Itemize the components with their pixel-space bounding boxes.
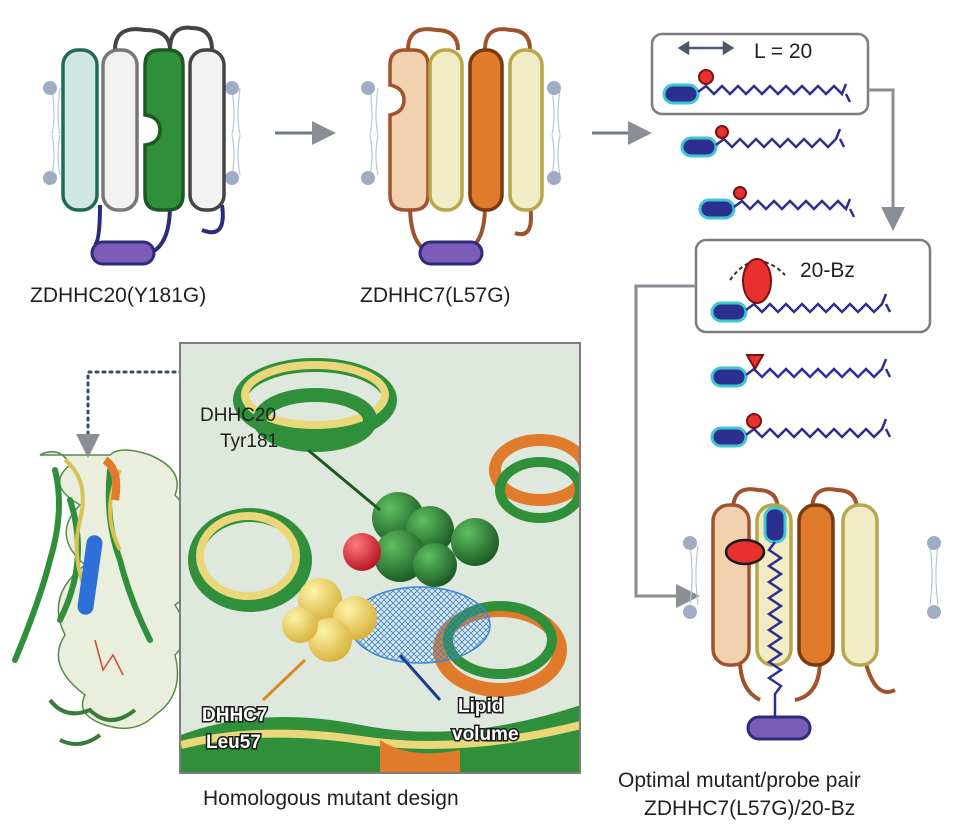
lipid-label-line1: Lipid: [458, 696, 503, 717]
double-arrow-icon: [677, 40, 735, 56]
callout-tyr181: [307, 448, 381, 512]
probe-screen: L = 20 20-Bz: [634, 32, 932, 608]
tm-helix-2: [101, 48, 139, 212]
callout-leu57: [261, 658, 307, 702]
dotted-connector: [76, 370, 184, 458]
zdhhc20-mutant-diagram: ZDHHC20(Y181G): [30, 25, 241, 307]
dhhc20-label-line2: Tyr181: [220, 431, 278, 452]
lipid-heads-top: [43, 81, 239, 185]
membrane-bilayer: [369, 87, 561, 176]
probe-tail: [766, 541, 784, 719]
membrane-bilayer: [51, 87, 241, 176]
tm-helix-4: [188, 48, 226, 212]
tm-helix-1-mutant: [388, 48, 430, 212]
protein-ribbon-thumbnail: [12, 370, 194, 746]
dhhc-linker-box: [746, 715, 812, 741]
final-label-line2: ZDHHC7(L57G)/20-Bz: [644, 797, 855, 820]
loop-top: [731, 487, 780, 511]
tm-helix-4: [508, 48, 544, 212]
panel1-label: ZDHHC20(Y181G): [30, 284, 206, 307]
probe-chain: [680, 125, 846, 158]
benzyl-group: [724, 538, 766, 566]
length-label: L = 20: [754, 40, 812, 63]
tm-helix-3-mutant: [143, 48, 185, 212]
dhhc7-label-line2: Leu57: [206, 732, 261, 753]
membrane-bilayer: [689, 544, 939, 606]
benzyl-group: [742, 258, 772, 304]
lipid-label-line2: volume: [452, 724, 519, 745]
sweep-dashed-arc: [729, 260, 786, 281]
probe-chain: [698, 186, 856, 220]
tm-helix-1: [711, 503, 751, 667]
length-box: [650, 32, 870, 116]
tm-helix-2: [428, 48, 464, 212]
lipid-heads: [683, 536, 941, 619]
lipid-heads: [361, 81, 561, 185]
loop-bottom-3: [201, 204, 225, 235]
dhhc-linker-box: [418, 240, 484, 266]
tm-helix-3: [797, 503, 835, 667]
loop-bottom: [863, 659, 896, 694]
probe-chain: [710, 354, 892, 388]
loop-top: [810, 487, 859, 511]
connector-arrow: [634, 284, 700, 608]
probe-chain: [710, 293, 892, 323]
dhhc7-label-line1: DHHC7: [202, 705, 267, 726]
zdhhc7-mutant-diagram: ZDHHC7(L57G): [360, 27, 561, 307]
tm-helix-3: [468, 48, 504, 212]
tyr181-spheres: [343, 492, 499, 587]
callout-lipid: [398, 654, 442, 701]
structure-caption: Homologous mutant design: [203, 787, 459, 810]
dhhc-linker-box: [90, 240, 156, 266]
loop-top-2: [168, 25, 214, 51]
probe-chain: [662, 69, 852, 105]
loop-bottom: [738, 659, 761, 702]
loop-top-2: [483, 27, 532, 51]
probe-chain: [710, 413, 892, 448]
lipid-volume-thumb: [77, 535, 103, 615]
panel2-label: ZDHHC7(L57G): [360, 284, 511, 307]
loop-bottom-1: [93, 204, 102, 247]
structure-zoom-panel: DHHC20 Tyr181 DHHC7 Leu57 Lipid volume: [179, 342, 581, 774]
loop-top-1: [113, 27, 172, 51]
probe-label: 20-Bz: [800, 259, 855, 282]
tm-helix-1: [61, 48, 99, 212]
loop-top-1: [406, 27, 460, 51]
leu57-spheres: [282, 578, 377, 662]
final-label-line1: Optimal mutant/probe pair: [618, 769, 861, 792]
final-pair-diagram: Optimal mutant/probe pair ZDHHC7(L57G)/2…: [618, 487, 941, 820]
probe-head: [763, 506, 787, 544]
dhhc20-label-line1: DHHC20: [200, 405, 276, 426]
connector-arrow: [868, 88, 905, 231]
tm-helix-4: [841, 503, 879, 667]
